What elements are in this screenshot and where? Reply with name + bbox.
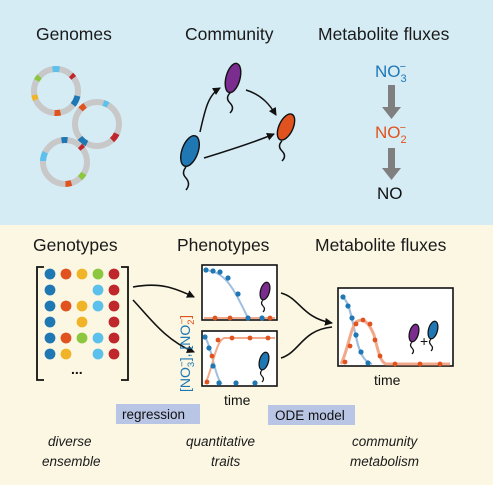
bacterium-orange [276, 113, 296, 162]
gene-dot [92, 268, 104, 280]
arrow-blue-to-orange [203, 133, 275, 159]
gene-dot [44, 300, 56, 312]
caption-metabolism: metabolism [350, 454, 419, 469]
gene-dot [76, 316, 88, 328]
gene-dot [60, 332, 72, 344]
arrow-bottom-plot-to-community [280, 326, 333, 359]
ode-tag-bg [268, 405, 355, 425]
gene-dot [76, 300, 88, 312]
no-label: NO [377, 184, 403, 203]
genome-ring-2 [72, 99, 122, 149]
fluxes-title-top: Metabolite fluxes [318, 24, 450, 44]
genotype-matrix [44, 268, 120, 360]
gene-dot [44, 316, 56, 328]
genome-ring-3 [40, 137, 90, 187]
gene-dot [60, 348, 72, 360]
arrow-top-plot-to-community [280, 292, 333, 326]
gene-dot [108, 332, 120, 344]
matrix-ellipsis: ... [71, 361, 83, 377]
gene-dot [108, 300, 120, 312]
genome-ring-1 [31, 66, 81, 116]
matrix-right-bracket [121, 266, 129, 381]
bacterium-purple [224, 62, 242, 114]
gene-dot [76, 332, 88, 344]
gene-dot [60, 300, 72, 312]
top-panel [0, 0, 493, 225]
time-label-left: time [224, 392, 251, 408]
caption-community: community [352, 434, 419, 449]
phenotypes-title: Phenotypes [177, 235, 270, 255]
gene-dot [44, 284, 56, 296]
nitrite-label: NO2− [375, 122, 407, 146]
caption-ensemble: ensemble [42, 454, 101, 469]
nitrate-label: NO3− [375, 61, 407, 85]
caption-quantitative: quantitative [186, 434, 255, 449]
gene-dot [108, 268, 120, 280]
arrow-to-bottom-plot [132, 299, 195, 354]
gene-dot [108, 316, 120, 328]
gene-dot [44, 348, 56, 360]
gene-dot [92, 332, 104, 344]
regression-tag: regression [122, 407, 185, 422]
phenotype-plot-top [201, 264, 278, 321]
genomes-title: Genomes [36, 24, 112, 44]
cascade-arrow-1-shaft [388, 85, 395, 109]
community-flux-plot [337, 287, 454, 367]
plus-sign: + [420, 333, 428, 349]
gene-dot [76, 268, 88, 280]
bacterium-blue [180, 135, 200, 191]
arrow-to-top-plot [132, 284, 195, 298]
matrix-left-bracket [36, 266, 44, 381]
cascade-arrow-1-head [382, 107, 401, 119]
caption-traits: traits [211, 454, 241, 469]
gene-dot [60, 268, 72, 280]
cascade-arrow-2-shaft [388, 148, 395, 170]
gene-dot [44, 332, 56, 344]
fluxes-title-bottom: Metabolite fluxes [315, 235, 447, 255]
phenotype-ylabel: [NO3−], [NO2−] [177, 315, 197, 392]
genotypes-title: Genotypes [33, 235, 118, 255]
time-label-right: time [374, 372, 401, 388]
phenotype-plot-bottom [201, 330, 278, 387]
arrow-blue-to-purple [199, 87, 221, 133]
ode-model-tag: ODE model [275, 408, 345, 423]
cascade-arrow-2-head [382, 168, 401, 180]
caption-diverse: diverse [48, 434, 92, 449]
regression-tag-bg [116, 404, 200, 424]
gene-dot [92, 348, 104, 360]
gene-dot [108, 284, 120, 296]
community-title: Community [185, 24, 274, 44]
gene-dot [108, 348, 120, 360]
gene-dot [92, 300, 104, 312]
gene-dot [92, 284, 104, 296]
gene-dot [44, 268, 56, 280]
arrow-purple-to-orange [245, 89, 277, 116]
